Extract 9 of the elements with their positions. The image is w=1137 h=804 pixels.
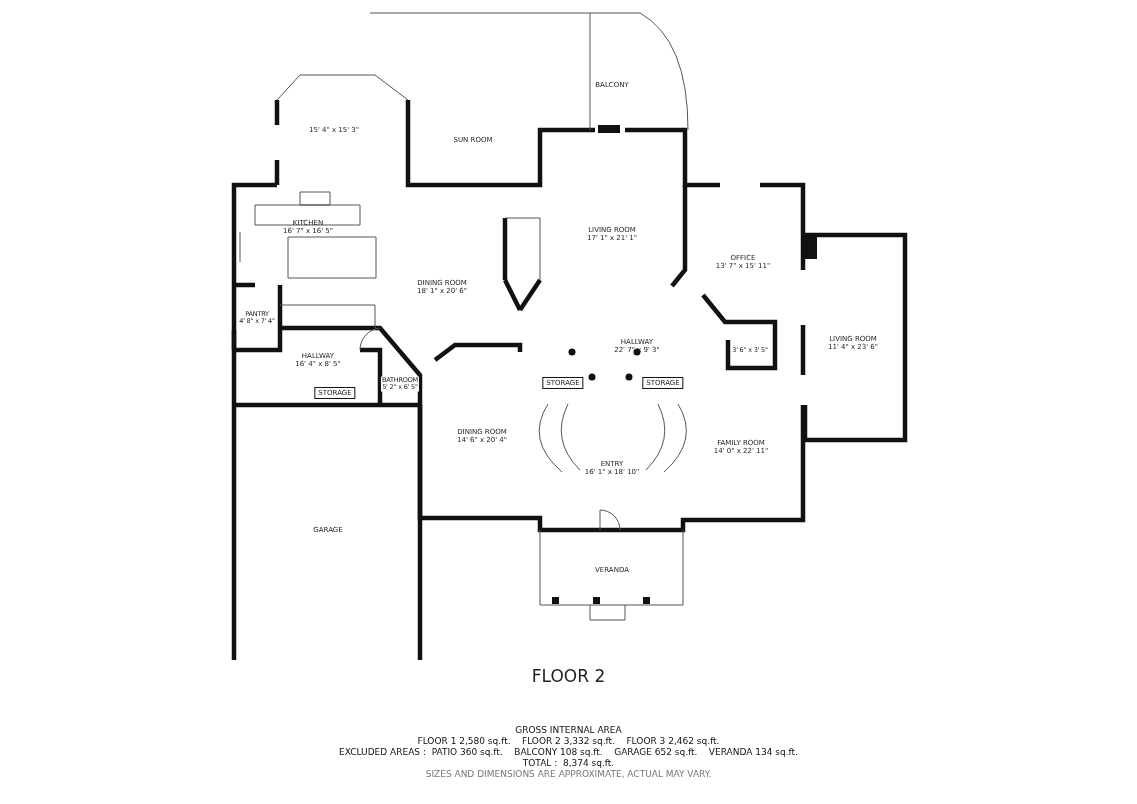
- area-note: FLOOR 1 2,580 sq.ft. FLOOR 2 3,332 sq.ft. FLOOR 3 2,462 sq.ft.: [416, 736, 721, 746]
- floor-title: FLOOR 2: [530, 666, 607, 686]
- storage-closet: [542, 377, 584, 389]
- area-note: EXCLUDED AREAS : PATIO 360 sq.ft. BALCONY 108 sq.ft. GARAGE 652 sq.ft. VERANDA 134 sq.ft.: [338, 747, 799, 757]
- area-note: GROSS INTERNAL AREA: [514, 725, 623, 735]
- area-note: TOTAL : 8,374 sq.ft.: [521, 758, 616, 768]
- storage-closet: [642, 377, 684, 389]
- area-note: SIZES AND DIMENSIONS ARE APPROXIMATE, ACTUAL MAY VARY.: [424, 769, 713, 779]
- storage-closet: [314, 387, 356, 399]
